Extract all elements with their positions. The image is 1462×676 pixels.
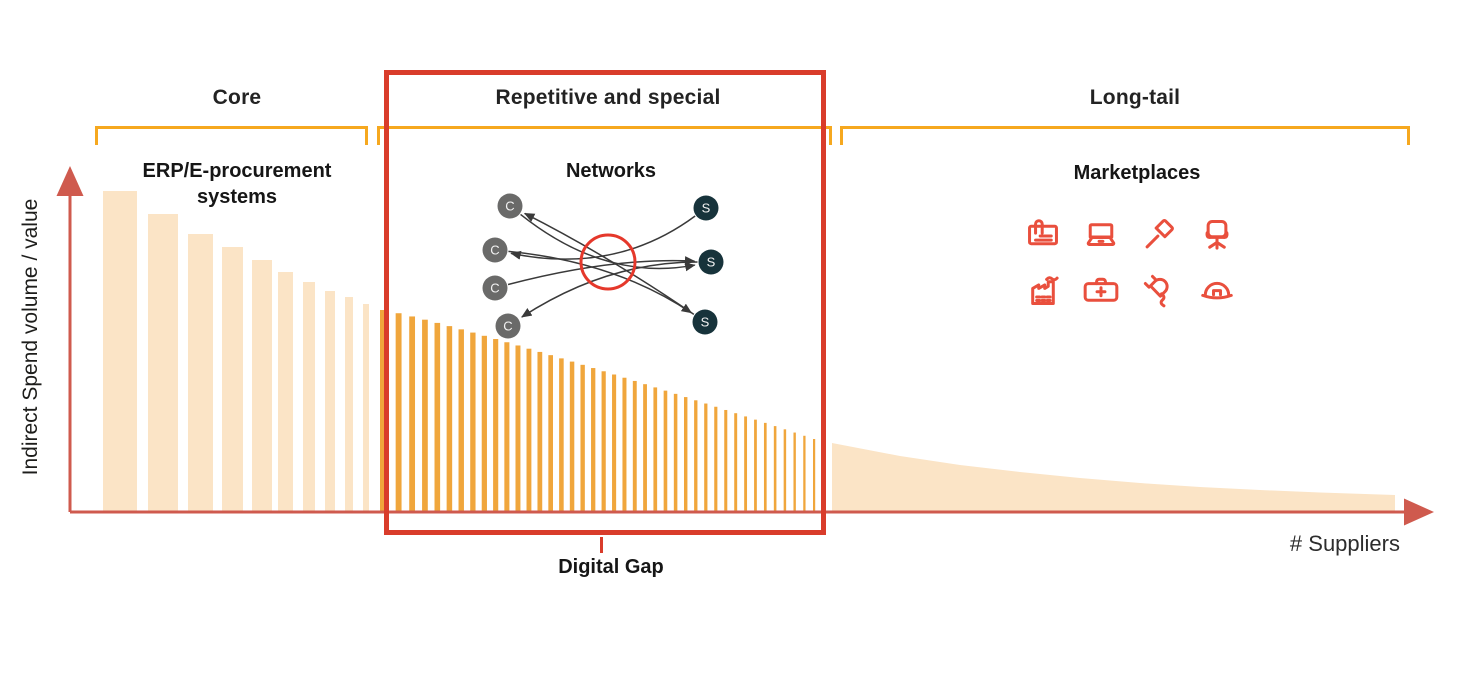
network-link bbox=[508, 250, 693, 314]
supplier-node bbox=[693, 195, 719, 221]
mid-bar bbox=[548, 355, 553, 511]
marketplace-icon-grid bbox=[1014, 216, 1246, 309]
mid-bar bbox=[734, 413, 738, 511]
core-bar bbox=[222, 247, 243, 511]
mid-bar bbox=[763, 422, 767, 511]
network-link bbox=[521, 261, 698, 318]
hammer-icon bbox=[1140, 216, 1178, 254]
mid-bar bbox=[470, 332, 476, 511]
network-link bbox=[507, 256, 696, 286]
mid-bar bbox=[580, 364, 585, 511]
subtitle-marketplaces: Marketplaces bbox=[1073, 162, 1201, 184]
mid-bar bbox=[537, 351, 543, 511]
client-node bbox=[497, 193, 523, 219]
mid-bar bbox=[754, 419, 757, 511]
mid-bar bbox=[813, 439, 816, 511]
x-axis-label: # Suppliers bbox=[1289, 531, 1400, 556]
subtitle-networks: Networks bbox=[565, 160, 657, 182]
mid-bar bbox=[622, 377, 627, 511]
client-node-label: C bbox=[490, 243, 499, 258]
mid-bar bbox=[744, 416, 748, 511]
long-tail-bracket bbox=[840, 126, 1410, 145]
client-node bbox=[482, 275, 508, 301]
mid-bar bbox=[793, 432, 796, 511]
mid-bar bbox=[683, 397, 688, 511]
supplier-node-label: S bbox=[701, 315, 710, 330]
office-chair-icon bbox=[1198, 216, 1236, 254]
core-bar bbox=[303, 282, 315, 511]
supplier-node-label: S bbox=[702, 201, 711, 216]
long-tail-area bbox=[832, 443, 1395, 511]
mid-bar bbox=[773, 426, 777, 511]
factory-icon bbox=[1024, 271, 1062, 309]
mid-bar bbox=[493, 339, 499, 511]
mid-bar bbox=[569, 361, 575, 511]
client-node-label: C bbox=[503, 319, 512, 334]
client-node-label: C bbox=[505, 199, 514, 214]
network-link bbox=[523, 212, 695, 315]
mid-bar bbox=[783, 429, 787, 511]
mid-bar bbox=[663, 390, 668, 511]
core-bar bbox=[363, 304, 369, 511]
mid-bar bbox=[632, 380, 637, 511]
core-bar bbox=[345, 297, 353, 511]
core-bar bbox=[103, 191, 137, 511]
power-plug-icon bbox=[1140, 271, 1178, 309]
mid-bar bbox=[458, 329, 464, 511]
supplier-node bbox=[698, 249, 724, 275]
mid-bar bbox=[380, 310, 386, 511]
mid-bar bbox=[559, 358, 564, 511]
mid-bar bbox=[409, 316, 416, 511]
mid-bar bbox=[673, 393, 678, 511]
laptop-icon bbox=[1082, 216, 1120, 254]
supplier-node-label: S bbox=[707, 255, 716, 270]
network-link bbox=[520, 213, 696, 272]
mid-bar bbox=[612, 374, 617, 511]
mid-bar bbox=[724, 409, 728, 511]
core-bar bbox=[252, 260, 272, 511]
mid-bar bbox=[434, 322, 441, 511]
client-node bbox=[482, 237, 508, 263]
section-title-repetitive: Repetitive and special bbox=[495, 86, 721, 109]
client-node-label: C bbox=[490, 281, 499, 296]
mid-bar bbox=[481, 335, 487, 511]
mid-bar bbox=[714, 406, 718, 511]
digital-gap-label: Digital Gap bbox=[558, 556, 664, 578]
contract-icon bbox=[1024, 216, 1062, 254]
mid-bar bbox=[446, 326, 453, 511]
repetitive-bracket bbox=[377, 126, 832, 145]
first-aid-kit-icon bbox=[1082, 271, 1120, 309]
core-bracket bbox=[95, 126, 368, 145]
network-hub-circle bbox=[579, 233, 637, 291]
network-link bbox=[510, 215, 696, 260]
digital-gap-highlight-box bbox=[384, 70, 826, 535]
mid-bar bbox=[704, 403, 708, 511]
mid-bar bbox=[504, 342, 510, 511]
core-bar bbox=[188, 234, 213, 511]
y-axis-label: Indirect Spend volume / value bbox=[19, 198, 42, 476]
mid-bar bbox=[422, 319, 428, 511]
core-bar bbox=[278, 272, 293, 511]
section-title-core: Core bbox=[212, 86, 262, 109]
supplier-node bbox=[692, 309, 718, 335]
section-title-long-tail: Long-tail bbox=[1089, 86, 1181, 109]
mid-bar bbox=[515, 345, 521, 511]
client-node bbox=[495, 313, 521, 339]
mid-bar bbox=[653, 387, 658, 511]
mid-bar bbox=[395, 313, 402, 511]
mid-bar bbox=[591, 368, 596, 511]
mid-bar bbox=[803, 435, 806, 511]
digital-gap-tick bbox=[600, 537, 603, 553]
safety-helmet-icon bbox=[1198, 271, 1236, 309]
mid-bar bbox=[643, 384, 647, 511]
subtitle-erp-systems: ERP/E-procurement systems bbox=[142, 160, 332, 208]
mid-bar bbox=[601, 371, 606, 511]
mid-bar bbox=[526, 348, 532, 511]
core-bar bbox=[325, 291, 335, 511]
mid-bar bbox=[694, 400, 698, 511]
core-bar bbox=[148, 214, 178, 511]
